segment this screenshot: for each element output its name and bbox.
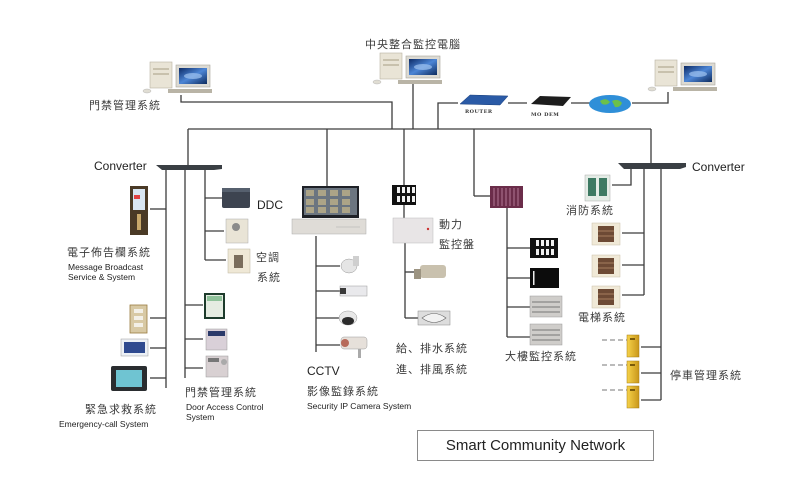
emergency-button-panel-icon (129, 304, 148, 334)
central-pc-label: 中央整合監控電腦 (365, 38, 461, 51)
power-label-1: 動力 (439, 218, 463, 231)
elevator-1-icon (591, 222, 621, 246)
message-board-kiosk-icon (130, 186, 148, 235)
right-converter-icon (618, 163, 686, 169)
message-broadcast-label-en-1: Message Broadcast (68, 262, 144, 272)
io-module-icon (392, 185, 416, 205)
power-label-2: 監控盤 (439, 238, 475, 251)
fire-panel-icon (584, 174, 611, 202)
ddc-label: DDC (257, 198, 283, 212)
building-io-module-icon (530, 238, 558, 258)
message-broadcast-label-zh: 電子佈告欄系統 (67, 246, 151, 259)
hvac-actuator-icon (225, 218, 249, 244)
left-converter-icon (156, 165, 222, 170)
central-monitoring-pc-icon (372, 52, 443, 85)
barrier-arms (602, 339, 627, 391)
modem-icon (531, 96, 571, 106)
cctv-label-zh: 影像監錄系統 (307, 385, 379, 398)
dvr-recorder-icon (291, 218, 367, 235)
connection-lines (150, 83, 669, 401)
router-icon (459, 94, 509, 106)
remote-pc-icon (647, 59, 718, 92)
access-control-pc-icon (142, 61, 213, 94)
access-card-reader-icon (205, 328, 228, 351)
elevator-label: 電梯系統 (578, 311, 626, 324)
emergency-label-en: Emergency-call System (59, 419, 149, 429)
parking-barrier-3-icon (626, 385, 640, 409)
internet-globe-icon (589, 95, 631, 113)
hvac-label-1: 空調 (256, 251, 280, 264)
access-pc-label: 門禁管理系統 (89, 99, 161, 112)
diagram-title-text: Smart Community Network (445, 437, 626, 454)
emergency-label-zh: 緊急求救系統 (85, 403, 157, 416)
building-server-2-icon (529, 323, 563, 346)
hvac-label-2: 系統 (257, 271, 281, 284)
message-broadcast-label-en-2: Service & System (68, 272, 136, 282)
emergency-touch-panel-icon (111, 366, 147, 391)
parking-barrier-1-icon (626, 334, 640, 358)
building-server-1-icon (529, 295, 563, 318)
cctv-label-en: Security IP Camera System (307, 401, 412, 411)
emergency-intercom-icon (120, 338, 149, 357)
ventilation-fan-icon (417, 310, 451, 326)
plc-rack-icon (490, 186, 523, 208)
ptz-camera-icon (340, 256, 359, 274)
box-camera-icon (339, 285, 368, 297)
hvac-thermostat-icon (227, 248, 251, 274)
parking-label: 停車管理系統 (670, 369, 742, 382)
bullet-camera-icon (340, 336, 368, 358)
left-converter-label: Converter (94, 159, 147, 173)
fire-label: 消防系統 (566, 204, 614, 217)
elevator-3-icon (591, 285, 621, 309)
parking-barrier-2-icon (626, 360, 640, 384)
right-converter-label: Converter (692, 160, 745, 174)
air-label: 進、排風系統 (396, 363, 468, 376)
ddc-controller-icon (222, 188, 250, 208)
power-control-panel-icon (392, 217, 434, 244)
router-label: ROUTER (465, 109, 493, 115)
cctv-label: CCTV (307, 364, 340, 378)
door-access-label-en-2: System (186, 412, 215, 422)
dome-camera-icon (338, 310, 358, 326)
access-fingerprint-reader-icon (205, 355, 229, 378)
door-access-label-en-1: Door Access Control (186, 402, 264, 412)
diagram-title: Smart Community Network (417, 430, 654, 461)
door-access-label-zh: 門禁管理系統 (185, 386, 257, 399)
modem-label: MO DEM (531, 112, 560, 118)
building-controller-icon (530, 268, 559, 288)
water-label: 給、排水系統 (396, 342, 468, 355)
elevator-2-icon (591, 254, 621, 278)
access-keypad-icon (204, 293, 225, 319)
cctv-monitor-icon (302, 186, 359, 218)
building-label: 大樓監控系統 (505, 350, 577, 363)
pump-motor-icon (414, 265, 446, 279)
